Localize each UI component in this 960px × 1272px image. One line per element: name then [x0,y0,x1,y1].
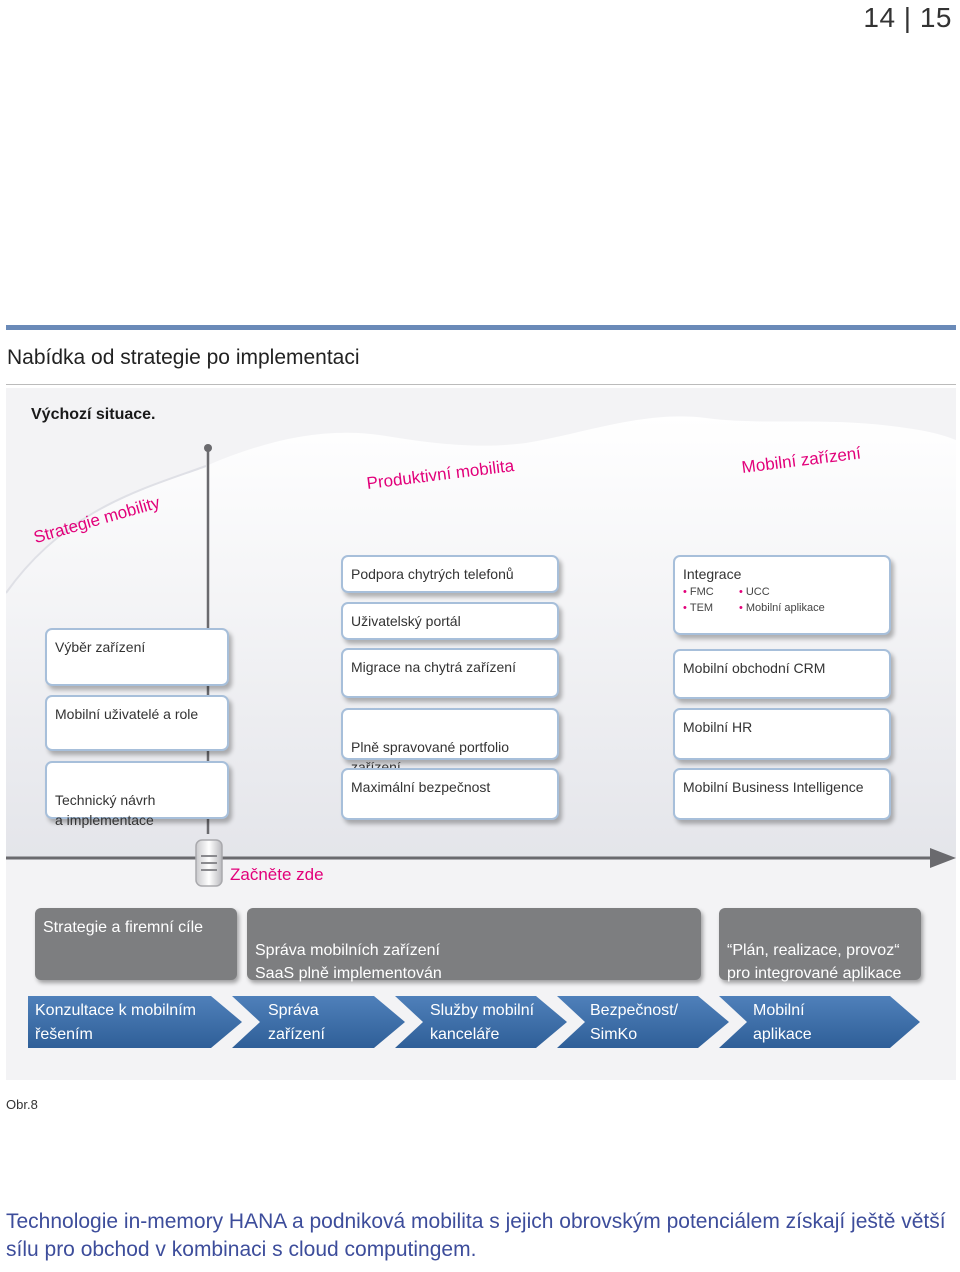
chevron-label-office-services: Služby mobilní kanceláře [430,1002,535,1043]
start-here-label: Začněte zde [230,865,324,884]
box-label: Mobilní Business Intelligence [683,779,864,795]
gray-box-mdm: Správa mobilních zařízení SaaS plně impl… [247,908,701,982]
box-max-security: Maximální bezpečnost [341,768,559,820]
box-mobile-hr: Mobilní HR [673,708,891,760]
box-label: Mobilní HR [683,719,753,735]
integration-item: •FMC [683,586,714,598]
figure-caption: Obr.8 [6,1097,38,1112]
axis-top-dot [204,444,212,452]
figure-diagram: Výchozí situace. Strategie mobility Prod… [6,388,956,1080]
page-number: 14 | 15 [863,2,952,33]
chevron-label-consulting: Konzultace k mobilním řešením [35,1002,196,1043]
integration-item: •Mobilní aplikace [739,602,825,614]
box-label: Výběr zařízení [55,639,146,655]
integration-items: •FMC •TEM •UCC •Mobilní aplikace [683,584,881,616]
chevron-shape-5 [719,996,920,1048]
start-situation-label: Výchozí situace. [31,406,156,423]
box-technical-design: Technický návrh a implementace [45,761,229,828]
section-divider [6,384,956,385]
chevron-label-mobile-apps: Mobilní aplikace [753,1002,812,1043]
chevron-shape-1 [28,996,242,1048]
chevron-label-security: Bezpečnost/ SimKo [590,1002,679,1043]
wave-ridge [6,465,207,594]
gray-box-plan: “Plán, realizace, provoz“ pro integrovan… [719,908,921,982]
box-smartphone-support: Podpora chytrých telefonů [341,555,559,593]
gray-box-label: Strategie a firemní cíle [43,919,204,936]
box-mobile-users: Mobilní uživatelé a role [45,695,229,751]
integration-item: •TEM [683,602,714,614]
chevron-shape-2 [232,996,405,1048]
integration-title: Integrace [683,566,742,582]
chevron-shape-3 [395,996,567,1048]
top-rule [6,325,956,330]
box-mobile-crm: Mobilní obchodní CRM [673,649,891,699]
box-mobile-bi: Mobilní Business Intelligence [673,768,891,820]
box-managed-portfolio: Plně spravované portfolio zařízení [341,708,559,775]
box-label: Technický návrh a implementace [55,792,156,828]
box-label: Podpora chytrých telefonů [351,566,514,582]
box-device-selection: Výběr zařízení [45,628,229,686]
bottom-statement: Technologie in-memory HANA a podniková m… [6,1210,946,1261]
gray-box-label: Správa mobilních zařízení SaaS plně impl… [255,942,442,982]
chevron-label-device-management: Správa zařízení [268,1002,325,1043]
box-user-portal: Uživatelský portál [341,602,559,640]
integration-item: •UCC [739,586,770,598]
box-integration: Integrace •FMC •TEM •UCC •Mobilní aplika… [673,555,891,635]
gray-box-label: “Plán, realizace, provoz“ pro integrovan… [727,942,902,982]
box-label: Uživatelský portál [351,613,461,629]
chevron-shape-4 [557,996,729,1048]
box-label: Maximální bezpečnost [351,779,491,795]
box-migration: Migrace na chytrá zařízení [341,648,559,698]
box-label: Mobilní obchodní CRM [683,660,826,676]
box-label: Plně spravované portfolio zařízení [351,739,509,775]
timeline-arrowhead [930,848,956,868]
box-label: Mobilní uživatelé a role [55,706,199,722]
gray-box-strategy: Strategie a firemní cíle [35,908,237,980]
box-label: Migrace na chytrá zařízení [351,659,516,675]
section-title: Nabídka od strategie po implementaci [7,346,360,369]
